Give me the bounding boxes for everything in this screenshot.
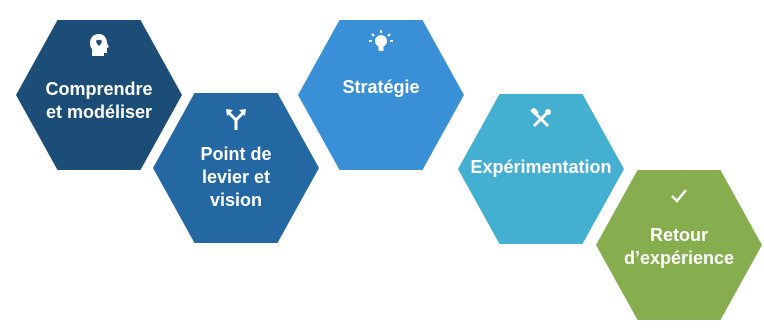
step-label: Retour d’expérience <box>623 225 735 268</box>
step-strategie: Stratégie <box>298 20 464 170</box>
step-point-de-levier: Point de levier et vision <box>153 93 319 243</box>
step-comprendre: Comprendre et modéliser <box>16 20 182 170</box>
head-heart-icon <box>85 32 113 60</box>
tools-icon <box>527 105 555 133</box>
step-label: Comprendre et modéliser <box>45 79 153 122</box>
split-arrows-icon <box>222 105 250 133</box>
lightbulb-icon <box>367 28 395 56</box>
step-retour-experience: Retour d’expérience <box>596 170 762 320</box>
step-label: Point de levier et vision <box>200 144 272 210</box>
step-experimentation: Expérimentation <box>458 94 624 244</box>
step-label: Expérimentation <box>470 157 612 177</box>
checkmark-icon <box>665 182 693 210</box>
step-label: Stratégie <box>342 77 420 97</box>
